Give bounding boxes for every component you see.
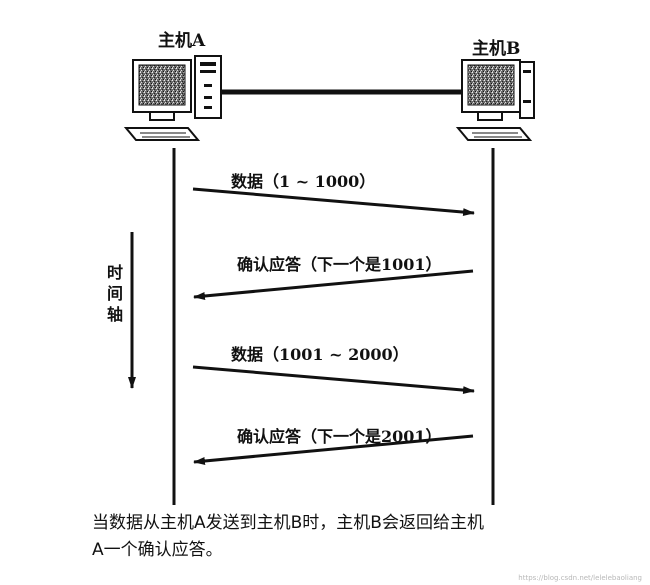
message-label-2: 确认应答（下一个是1001）: [237, 255, 442, 274]
host-a-label: 主机A: [158, 30, 206, 51]
time-axis-char-2: 间: [107, 284, 123, 303]
message-label-3: 数据（1001 ~ 2000）: [231, 345, 409, 364]
caption-line-2: A一个确认应答。: [92, 540, 223, 560]
computer-b-icon: [455, 59, 535, 141]
time-axis-char-1: 时: [107, 263, 123, 282]
message-label-1: 数据（1 ~ 1000）: [231, 172, 375, 191]
computer-a-icon: [123, 55, 222, 141]
diagram-caption: 当数据从主机A发送到主机B时，主机B会返回给主机 A一个确认应答。: [92, 510, 612, 564]
message-arrow-2: [193, 269, 474, 300]
message-label-4: 确认应答（下一个是2001）: [237, 427, 442, 446]
message-arrow-4: [193, 434, 474, 465]
message-arrow-3: [192, 365, 475, 395]
time-axis-char-3: 轴: [107, 305, 123, 324]
host-b-label: 主机B: [472, 38, 520, 59]
caption-line-1: 当数据从主机A发送到主机B时，主机B会返回给主机: [92, 513, 484, 533]
message-arrow-1: [192, 187, 475, 217]
watermark-text: https://blog.csdn.net/lelelebaoliang: [518, 574, 642, 582]
